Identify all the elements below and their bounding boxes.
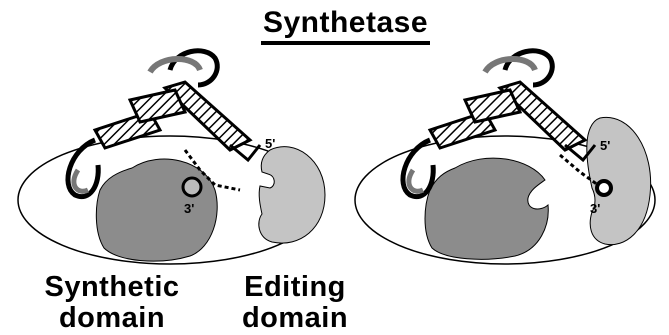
trna-loop-top-inner (485, 59, 535, 72)
trna-loop-top-inner (150, 59, 200, 72)
editing-domain-label: Editing domain (220, 272, 370, 334)
right-panel: 5' 3' (355, 51, 655, 264)
trna-loop-top (505, 51, 552, 85)
editing-domain (587, 117, 651, 244)
synthetic-domain-label: Synthetic domain (22, 272, 202, 334)
amino-acid-site (183, 178, 201, 196)
trna-loop-top (170, 51, 217, 85)
trna-middle-arm (465, 90, 520, 122)
amino-acid-site (597, 181, 611, 195)
three-prime-label: 3' (590, 201, 600, 216)
synthetic-domain-label-line2: domain (22, 303, 202, 334)
five-prime-label: 5' (600, 138, 610, 153)
five-prime-label: 5' (265, 136, 275, 151)
three-prime-label: 3' (184, 201, 194, 216)
editing-domain-label-line2: domain (220, 303, 370, 334)
editing-domain-label-line1: Editing (220, 272, 370, 303)
left-panel: 5' 3' (18, 51, 325, 264)
synthetic-domain-label-line1: Synthetic (22, 272, 202, 303)
trna-middle-arm (130, 90, 185, 122)
editing-domain (259, 147, 325, 243)
